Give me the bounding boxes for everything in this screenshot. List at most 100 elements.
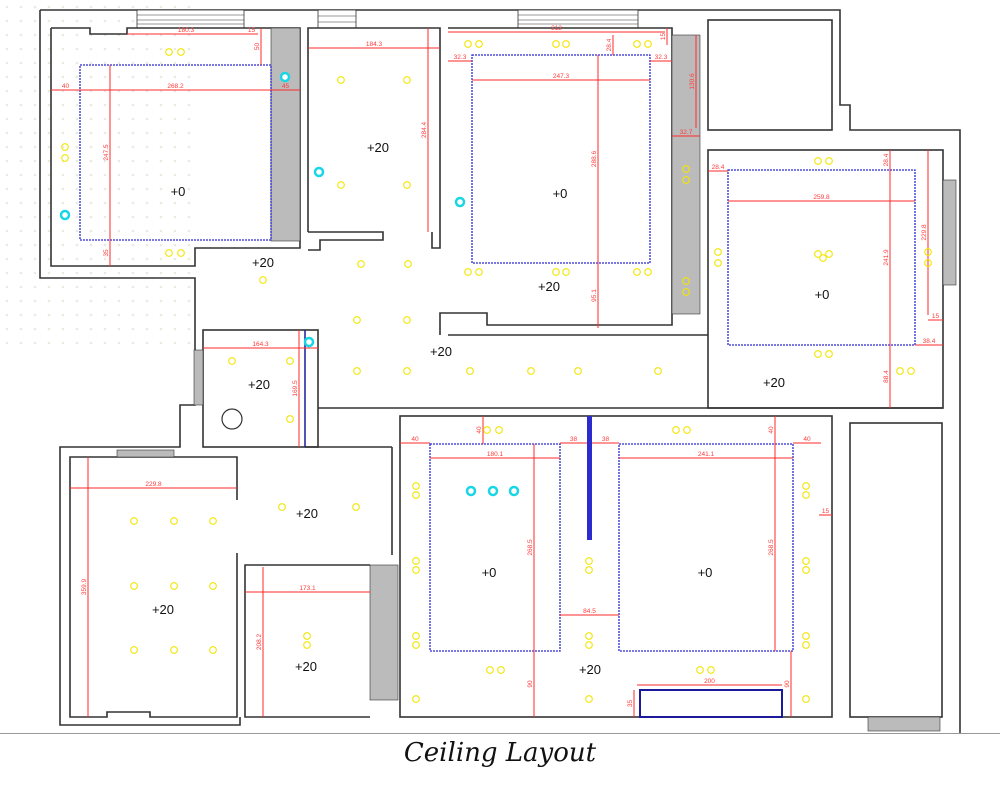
ceiling-light-icon [170,582,178,590]
wardrobe-bottom-small [369,564,399,701]
ceiling-light-icon [527,367,535,375]
dimension-label: 229.8 [921,224,928,241]
ceiling-light-icon [486,666,494,674]
dimension-label: 40 [768,426,775,434]
ceiling-light-icon [654,367,662,375]
room-top-right [707,19,833,131]
toilet-icon [221,408,243,430]
ceiling-light-icon [552,40,560,48]
dimension-label: 38 [570,436,578,443]
dimension-label: 38 [602,436,610,443]
caption: Ceiling Layout [403,738,597,768]
ceiling-panel-master-right [618,443,794,652]
ceiling-light-icon [825,350,833,358]
ceiling-light-icon [286,357,294,365]
dimension-label: 15 [248,27,256,34]
ceiling-light-icon [682,277,690,285]
ceiling-panel-top-center [471,54,651,264]
ceiling-light-icon [412,695,420,703]
ceiling-light-icon [209,646,217,654]
ceiling-light-icon [130,582,138,590]
ceiling-light-icon [403,367,411,375]
dimension-label: 312 [551,25,562,32]
dimension-label: 268.2 [167,83,184,90]
level-label: +20 [295,659,317,674]
ceiling-light-icon [696,666,704,674]
dimension-label: 268.5 [768,539,775,556]
room-top-second-door [308,231,384,251]
level-label: +0 [698,565,713,580]
dimension-label: 28.4 [883,153,890,166]
dimension-label: 268.5 [527,539,534,556]
spotlight-icon [508,485,520,497]
ceiling-light-icon [802,641,810,649]
dimension-label: 32.3 [655,54,668,61]
ceiling-light-icon [303,641,311,649]
ceiling-light-icon [585,695,593,703]
background-pattern [0,0,200,350]
spotlight-icon [313,166,325,178]
dimension-label: 169.5 [292,380,299,397]
level-label: +0 [553,186,568,201]
ceiling-light-icon [825,157,833,165]
spotlight-icon [454,196,466,208]
dimension-label: 45 [282,83,290,90]
room-bottom-small-wall [244,564,370,718]
ceiling-light-icon [170,517,178,525]
outer-wall-left [39,10,241,726]
window-top-center [517,9,639,29]
ceiling-light-icon [412,566,420,574]
dimension-label: 173.1 [299,585,316,592]
spotlight-icon [59,209,71,221]
ceiling-light-icon [177,249,185,257]
ceiling-light-icon [802,482,810,490]
level-label: +20 [579,662,601,677]
dimension-label: 38.4 [923,338,936,345]
window-right [942,179,957,286]
ceiling-light-icon [165,48,173,56]
ceiling-light-icon [61,143,69,151]
ceiling-light-icon [286,415,294,423]
ceiling-light-icon [802,566,810,574]
ceiling-light-icon [802,557,810,565]
ceiling-light-icon [682,165,690,173]
room-bottom-left-wall [69,456,238,718]
spotlight-icon [465,485,477,497]
ceiling-light-icon [802,632,810,640]
ceiling-light-icon [177,48,185,56]
dimension-label: 88.4 [883,370,890,383]
dimension-label: 184.3 [366,41,383,48]
ceiling-light-icon [228,357,236,365]
ceiling-light-icon [337,76,345,84]
level-label: +20 [248,377,270,392]
ceiling-light-icon [303,632,311,640]
room-right-strip [849,422,943,718]
dimension-label: 28.4 [712,164,725,171]
level-label: +0 [171,184,186,199]
dimension-label: 259.8 [813,194,830,201]
ceiling-light-icon [552,268,560,276]
dimension-label: 40 [476,426,483,434]
ceiling-light-icon [825,250,833,258]
level-label: +20 [152,602,174,617]
window-top-left [136,9,245,29]
ceiling-light-icon [644,268,652,276]
ceiling-light-icon [353,367,361,375]
wardrobe-top-left [270,27,301,242]
dimension-label: 247.5 [103,144,110,161]
ceiling-light-icon [353,316,361,324]
ceiling-light-icon [672,426,680,434]
caption-divider [0,733,1000,734]
ceiling-panel-master-left [429,443,561,652]
dimension-label: 35 [627,700,634,708]
ceiling-light-icon [633,40,641,48]
ceiling-light-icon [819,254,827,262]
ceiling-panel-right [727,169,916,346]
ceiling-light-icon [682,288,690,296]
ceiling-light-icon [403,316,411,324]
dimension-label: 35 [103,249,110,257]
dimension-label: 241.1 [698,451,715,458]
ceiling-light-icon [464,40,472,48]
dimension-label: 32.7 [680,129,693,136]
